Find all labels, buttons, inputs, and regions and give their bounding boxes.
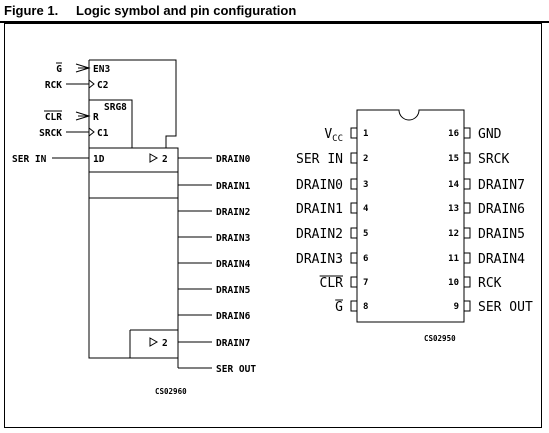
clock-triangle-rck <box>88 79 95 89</box>
figure-caption: Logic symbol and pin configuration <box>76 3 297 18</box>
qualifier-c2: C2 <box>97 80 108 91</box>
input-label-rck: RCK <box>45 80 62 91</box>
pin-16 <box>463 127 471 139</box>
pin-label-gnd: GND <box>478 127 502 142</box>
package-pins: 1 VCC 2 SER IN 3 DRAIN0 4 DRAIN1 5 DRAIN2 6 DRAIN3 7… <box>296 127 533 315</box>
package-ref-code: CS02950 <box>424 334 456 343</box>
pin-number: 3 <box>363 180 368 190</box>
pin-label-clr: CLR <box>320 276 344 291</box>
pin-9 <box>463 300 471 312</box>
logic-symbol-ref-code: CS02960 <box>155 387 187 396</box>
pin-number: 15 <box>448 154 459 164</box>
pin-2 <box>350 152 358 164</box>
pin-8 <box>350 300 358 312</box>
input-arrow-clr <box>75 111 91 121</box>
input-label-srck: SRCK <box>39 128 62 139</box>
input-arrow-g <box>75 63 91 73</box>
input-label-clr: CLR <box>45 112 62 123</box>
pin-label-srck: SRCK <box>478 152 509 167</box>
pin-number: 6 <box>363 254 368 264</box>
pin-number: 5 <box>363 229 368 239</box>
buffer-triangle-icon <box>149 337 159 347</box>
pin-label-g: G <box>335 300 343 315</box>
pin-number: 16 <box>448 129 459 139</box>
control-block-outline <box>88 59 177 148</box>
title-rule <box>0 21 549 23</box>
pin-13 <box>463 202 471 214</box>
output-label-drain6: DRAIN6 <box>216 311 251 322</box>
pin-label-drain2: DRAIN2 <box>296 227 343 242</box>
pin-number: 9 <box>454 302 459 312</box>
qualifier-1d: 1D <box>93 154 105 165</box>
pin-label-drain3: DRAIN3 <box>296 252 343 267</box>
pin-number: 11 <box>448 254 459 264</box>
output-label-drain4: DRAIN4 <box>216 259 251 270</box>
input-label-g: G <box>56 64 62 75</box>
pin-number: 12 <box>448 229 459 239</box>
pin-number: 13 <box>448 204 459 214</box>
output-label-drain7: DRAIN7 <box>216 338 250 349</box>
qualifier-r: R <box>93 112 99 123</box>
output-qualifier: 2 <box>162 338 168 349</box>
pin-15 <box>463 152 471 164</box>
pin-1 <box>350 127 358 139</box>
output-qualifier: 2 <box>162 154 168 165</box>
output-label-drain5: DRAIN5 <box>216 285 251 296</box>
buffer-triangle-icon <box>149 153 159 163</box>
pin-7 <box>350 276 358 288</box>
qualifier-en3: EN3 <box>93 64 110 75</box>
pin-14 <box>463 178 471 190</box>
pin-6 <box>350 252 358 264</box>
output-label-drain1: DRAIN1 <box>216 181 251 192</box>
register-block-outline <box>89 99 133 148</box>
pin-label-vcc: VCC <box>324 127 343 144</box>
figure-label: Figure 1. <box>4 3 59 18</box>
output-label-drain2: DRAIN2 <box>216 207 250 218</box>
pin-11 <box>463 252 471 264</box>
pin-10 <box>463 276 471 288</box>
register-name: SRG8 <box>104 102 127 113</box>
output-label-drain0: DRAIN0 <box>216 154 251 165</box>
pin-label-ser-in: SER IN <box>296 152 343 167</box>
output-label-drain3: DRAIN3 <box>216 233 251 244</box>
pin-number: 8 <box>363 302 368 312</box>
pin-label-drain4: DRAIN4 <box>478 252 525 267</box>
pin-label-rck: RCK <box>478 276 502 291</box>
pin-12 <box>463 227 471 239</box>
logic-outputs: DRAIN0DRAIN1DRAIN2DRAIN3DRAIN4DRAIN5DRAI… <box>178 154 251 349</box>
pin-label-drain5: DRAIN5 <box>478 227 525 242</box>
pin-label-drain0: DRAIN0 <box>296 178 343 193</box>
pin-number: 10 <box>448 278 459 288</box>
input-label-ser-in: SER IN <box>12 154 47 165</box>
pin-number: 14 <box>448 180 459 190</box>
pin-number: 4 <box>363 204 369 214</box>
package-body <box>356 109 465 323</box>
clock-triangle-srck <box>88 127 95 137</box>
last-stage-box <box>129 329 178 358</box>
pin-3 <box>350 178 358 190</box>
pin-4 <box>350 202 358 214</box>
dip-package: CS02950 <box>356 109 465 343</box>
pin-number: 2 <box>363 154 368 164</box>
register-stack-outline <box>88 147 179 359</box>
pin-label-ser-out: SER OUT <box>478 300 533 315</box>
logic-symbol <box>88 59 179 359</box>
pin-label-drain1: DRAIN1 <box>296 202 343 217</box>
pin-number: 7 <box>363 278 368 288</box>
pin-number: 1 <box>363 129 368 139</box>
pin-label-drain6: DRAIN6 <box>478 202 525 217</box>
qualifier-c1: C1 <box>97 128 109 139</box>
output-label-ser-out: SER OUT <box>216 364 256 375</box>
pin-label-drain7: DRAIN7 <box>478 178 525 193</box>
figure-frame <box>4 23 542 428</box>
figure-title: Figure 1. Logic symbol and pin configurat… <box>4 2 296 20</box>
pin-5 <box>350 227 358 239</box>
